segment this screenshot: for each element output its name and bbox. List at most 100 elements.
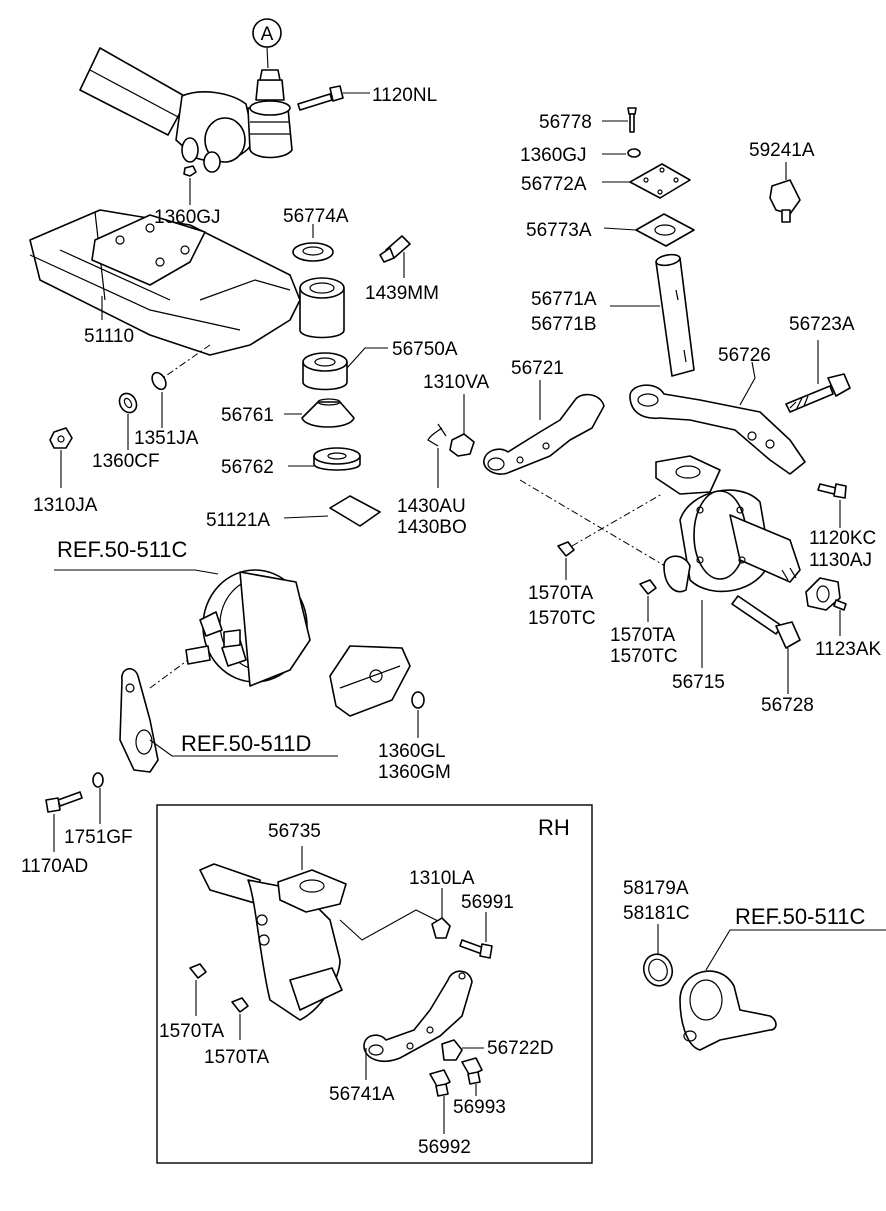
label-58181C: 58181C [623,903,690,924]
ref-50-511C-right: REF.50-511C [735,904,866,929]
washer-56762-illustration [288,447,361,471]
label-1310VA: 1310VA [423,372,490,393]
label-1570TA-a: 1570TA [528,583,593,604]
label-56772A: 56772A [521,174,587,195]
label-51110: 51110 [84,326,134,347]
nut-hex-illustration [805,577,841,611]
axle-tube-illustration [79,47,255,173]
label-56721: 56721 [511,358,564,379]
king-pin-56771-illustration [610,253,695,377]
bearing-56750a-illustration [302,347,388,391]
label-56722D: 56722D [487,1038,554,1059]
nut-1310ja-illustration [49,427,73,488]
rh-section-label: RH [538,815,570,840]
nut-1310va-illustration [449,394,475,457]
knuckle-56715-illustration [655,455,801,668]
label-1570TA-d: 1570TA [204,1047,269,1068]
lock-59241a-illustration [769,162,801,223]
label-56735: 56735 [268,821,321,842]
label-1360GJ-b: 1360GJ [520,145,587,166]
label-1570TA-c: 1570TA [159,1021,224,1042]
bolt-1120nl-illustration [297,85,370,111]
label-1351JA: 1351JA [134,428,199,449]
nut-1310la-illustration [431,888,451,939]
label-56992: 56992 [418,1137,471,1158]
plug-1570ta-b-illustration [639,579,657,622]
label-56741A: 56741A [329,1084,395,1105]
label-1123AK: 1123AK [815,639,882,660]
label-1570TC-a: 1570TC [528,608,596,629]
slack-adjuster-illustration [119,668,338,773]
label-1120KC: 1120KC [809,528,876,549]
label-56993: 56993 [453,1097,506,1118]
washer-56774a-illustration [292,224,334,262]
rh-section-frame [156,804,593,1164]
label-56991: 56991 [461,892,514,913]
label-56723A: 56723A [789,314,855,335]
plug-1570ta-a-illustration [557,541,575,580]
knuckle-56735-illustration [199,846,441,1021]
label-1430BO: 1430BO [397,517,467,538]
king-pin-bushing-illustration [299,277,345,339]
arm-56741a-illustration [363,970,473,1080]
gasket-56773a-illustration [603,213,695,247]
screw-1123ak-illustration [833,599,847,636]
label-1360CF: 1360CF [92,451,160,472]
slack-adjuster-right-illustration [679,929,886,1051]
label-56778: 56778 [539,112,592,133]
label-56771A: 56771A [531,289,597,310]
cotter-pin-1430au-illustration [427,423,447,488]
bolt-56723a-illustration [785,340,851,413]
label-1310JA: 1310JA [33,495,98,516]
label-56715: 56715 [672,672,725,693]
plug-1570ta-d-illustration [231,997,249,1040]
label-1439MM: 1439MM [365,283,439,304]
washer-1360gl-illustration [411,691,425,738]
label-59241A: 59241A [749,140,815,161]
reference-labels: REF.50-511C REF.50-511D REF.50-511C RH [57,537,866,929]
callout-a-label: A [261,24,274,45]
part-labels: 1120NL 56778 1360GJ 59241A 56772A 56773A… [21,85,882,1158]
label-1751GF: 1751GF [64,827,133,848]
assembly-line-plug [571,493,663,547]
ref-50-511D: REF.50-511D [181,731,311,756]
frame-51110-illustration [29,209,301,381]
label-1570TC-b: 1570TC [610,646,678,667]
label-56762: 56762 [221,457,274,478]
washer-1351ja-illustration [151,371,167,428]
label-1120NL: 1120NL [372,85,437,106]
seal-ring-58179a-illustration [642,924,674,987]
label-1360GM: 1360GM [378,762,451,783]
label-1170AD: 1170AD [21,856,88,877]
label-1360GJ-a: 1360GJ [154,207,221,228]
nut-56722d-illustration [441,1039,484,1061]
seal-56761-illustration [284,398,355,428]
label-1360GL: 1360GL [378,741,446,762]
bolt-1170ad-illustration [45,791,83,852]
bolt-56778-illustration [602,107,637,133]
label-1430AU: 1430AU [397,496,466,517]
nut-1360gj-b-illustration [602,148,641,158]
washer-1751gf-illustration [92,772,104,824]
label-58179A: 58179A [623,878,689,899]
steering-arm-56721-illustration [483,380,605,475]
plug-1570ta-c-illustration [189,963,207,1016]
assembly-line-knuckle [519,479,666,567]
washer-1360cf-illustration [118,392,138,450]
label-1130AJ: 1130AJ [809,550,872,571]
cover-56772a-illustration [602,163,691,199]
pin-1439mm-illustration [379,235,411,278]
steering-arm-56726-illustration [629,361,806,475]
nut-1360gj-illustration [183,165,197,177]
tie-rod-end-illustration [247,69,293,159]
bolt-56991-illustration [459,912,493,959]
label-1310LA: 1310LA [409,868,475,889]
shim-51121a-illustration [283,495,381,527]
brake-chamber-illustration [54,569,311,689]
bolt-56728-illustration [731,595,801,694]
plug-56993-illustration [461,1057,483,1096]
label-56761: 56761 [221,405,274,426]
ref-50-511C-top: REF.50-511C [57,537,188,562]
brake-pad-illustration [329,645,411,717]
